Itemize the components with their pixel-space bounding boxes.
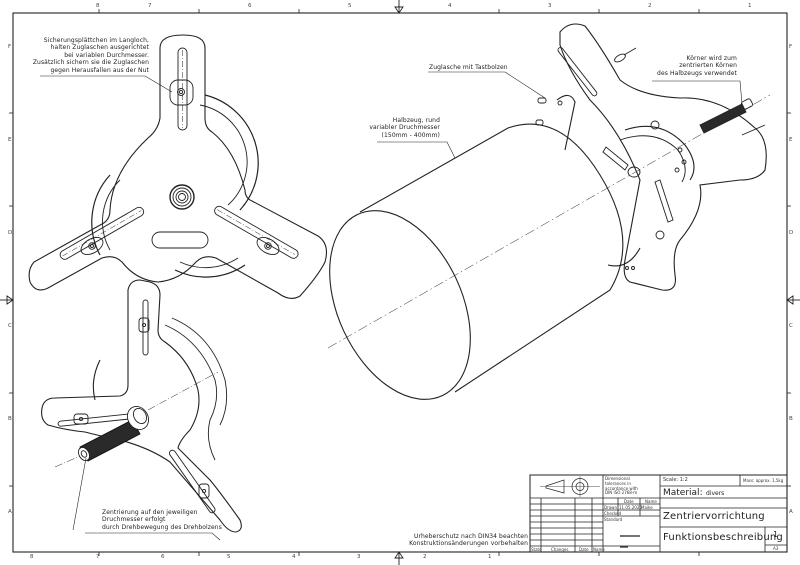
annotation-line: des Halbzeugs verwendet <box>657 69 737 77</box>
tolerance-line: DIN ISO 2768-m <box>605 490 638 496</box>
isometric-view-cylinder-assembly <box>327 23 771 400</box>
column-name-header: Name <box>645 499 657 504</box>
rev-header-date: Date <box>579 547 589 552</box>
annotation-line: halten Zuglaschen ausgerichtet <box>50 44 149 52</box>
zone-row-f-right: F <box>789 44 793 50</box>
annotation-line: zentrierten Körnen <box>679 62 737 70</box>
annotation-semi-finished-part: Halbzeug, rund variabler Druchmesser (15… <box>360 117 440 139</box>
annotation-line: Urheberschutz nach DIN34 beachten <box>414 533 528 540</box>
zone-col-5-top: 5 <box>348 3 352 9</box>
centering-mark-right <box>786 295 800 305</box>
sheet-format: A3 <box>773 546 779 551</box>
zone-row-e-left: E <box>8 137 12 143</box>
annotation-centering: Zentrierung auf den jeweiligen Druchmess… <box>102 509 222 531</box>
knurled-turning-bolt <box>77 406 149 462</box>
zone-col-1-top: 1 <box>748 3 752 9</box>
drawing-title: Zentriervorrichtung <box>663 511 765 522</box>
material-label: Material: <box>663 488 703 498</box>
zone-row-d-right: D <box>789 230 794 236</box>
zone-col-8-top: 8 <box>96 3 100 9</box>
zone-col-6-bottom: 6 <box>161 554 165 560</box>
rev-header-state: State <box>531 547 542 552</box>
zone-col-8-bottom: 8 <box>30 554 34 560</box>
drawn-name: Maike <box>641 505 653 510</box>
row-checked-label: Checked <box>604 511 622 516</box>
annotation-line: Zentrierung auf den jeweiligen <box>102 509 198 516</box>
annotation-line: durch Drehbewegung des Drehbolzens <box>102 523 222 531</box>
rev-header-changes: Changes <box>551 547 569 552</box>
centering-mark-bottom <box>394 551 404 565</box>
zone-row-d-left: D <box>8 230 13 236</box>
zone-col-4-top: 4 <box>448 3 452 9</box>
zone-col-3-bottom: 3 <box>357 554 361 560</box>
annotation-line: (150mm - 400mm) <box>381 131 440 139</box>
annotation-copyright: Urheberschutz nach DIN34 beachten Konstr… <box>400 533 528 548</box>
tolerance-line: tolerances in <box>605 480 631 486</box>
sheet-number: 1 <box>773 530 779 539</box>
zone-row-f-left: F <box>8 44 12 50</box>
mass-value: Mass: approx. 1,5kg <box>743 478 784 483</box>
material-value: divers <box>706 490 725 497</box>
annotation-securing-plates: Sicherungsplättchen im Langloch, halten … <box>22 37 149 74</box>
zone-col-7-bottom: 7 <box>96 554 100 560</box>
zone-row-b-left: B <box>8 416 12 422</box>
tolerance-line: Dimensional <box>605 476 630 481</box>
row-standard-label: Standard <box>604 517 623 522</box>
drawn-date: 11.05.2025 <box>619 505 642 510</box>
zone-col-2-top: 2 <box>648 3 652 9</box>
zone-row-a-left: A <box>8 509 12 515</box>
annotation-center-punch: Körner wird zum zentrierten Körnen des H… <box>640 55 737 77</box>
zone-col-3-top: 3 <box>548 3 552 9</box>
row-drawn-label: Drawn <box>604 505 617 510</box>
drawing-subtitle: Funktionsbeschreibung <box>663 532 783 543</box>
projection-symbol-icon <box>540 476 600 497</box>
tolerance-line: accordance with <box>605 485 638 491</box>
annotation-line: gegen Herausfallen aus der Nut <box>50 66 149 74</box>
centering-mark-top <box>394 0 404 14</box>
zone-col-6-top: 6 <box>248 3 252 9</box>
zone-col-7-top: 7 <box>148 3 152 9</box>
annotation-line: Konstruktionsänderungen vorbehalten <box>409 540 528 548</box>
zone-col-5-bottom: 5 <box>227 554 231 560</box>
title-block <box>529 474 788 553</box>
zone-col-4-bottom: 4 <box>292 554 296 560</box>
scale-value: Scale: 1:2 <box>663 477 688 483</box>
zone-row-c-right: C <box>789 323 793 329</box>
isometric-view-turning-bolt <box>41 279 242 541</box>
annotation-line: variabler Druchmesser <box>369 124 440 132</box>
zone-row-c-left: C <box>8 323 12 329</box>
annotation-line: Sicherungsplättchen im Langloch, <box>43 37 149 44</box>
annotation-line: bei variablen Durchmesser. <box>64 51 149 59</box>
annotation-line: Halbzeug, rund <box>392 117 440 124</box>
zone-row-e-right: E <box>789 137 793 143</box>
annotation-line: Zusätzlich sichern sie die Zuglaschen <box>32 59 149 67</box>
column-date-header: Date <box>624 499 634 504</box>
zone-row-b-right: B <box>789 416 793 422</box>
annotation-line: Körner wird zum <box>686 55 737 62</box>
annotation-line: Druchmesser erfolgt <box>102 516 166 524</box>
rev-header-name: Name <box>593 547 605 552</box>
centering-mark-left <box>0 295 14 305</box>
tolerance-note: Dimensional tolerances in accordance wit… <box>605 476 638 496</box>
zone-col-2-bottom: 2 <box>423 554 427 560</box>
zone-col-1-bottom: 1 <box>488 554 492 560</box>
zone-row-a-right: A <box>789 509 793 515</box>
annotation-pull-tab: Zuglasche mit Tastbolzen <box>429 64 508 71</box>
front-view-centering-device <box>28 34 327 299</box>
